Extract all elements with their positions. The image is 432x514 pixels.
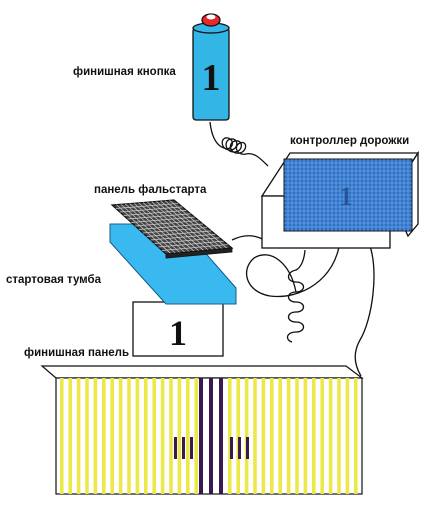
starting-block-front (132, 301, 224, 357)
false-start-panel-device (110, 199, 234, 259)
cap-highlight (206, 14, 216, 20)
controller-screen-grid (284, 159, 412, 231)
finish-button-cable (209, 121, 269, 167)
lane-target-marks (174, 437, 249, 459)
label-lane-controller: контроллер дорожки (290, 135, 409, 147)
lane-center-line-3 (219, 378, 223, 494)
finish-panel-top-edge (40, 365, 364, 379)
finish-button-number: 1 (202, 57, 221, 99)
controller-panel-cable (354, 239, 375, 377)
lane-center-line (199, 378, 203, 494)
controller-number: 1 (340, 182, 353, 211)
label-finish-button: финишная кнопка (73, 66, 176, 78)
starting-block-device: 1 (109, 223, 237, 357)
lane-center-line-2 (209, 378, 213, 494)
label-starting-block: стартовая тумба (6, 274, 102, 286)
false-start-panel-grid (115, 200, 228, 254)
finish-button-device: 1 (192, 13, 230, 121)
label-finish-panel: финишная панель (24, 347, 129, 359)
finish-panel-stripes (60, 378, 358, 494)
cables (209, 121, 375, 377)
starting-block-number: 1 (169, 313, 187, 353)
label-false-start-panel: панель фальстарта (94, 184, 207, 196)
finish-panel-device (40, 365, 364, 495)
lane-controller-device: 1 (260, 150, 420, 249)
controller-loop-cable (245, 239, 341, 298)
